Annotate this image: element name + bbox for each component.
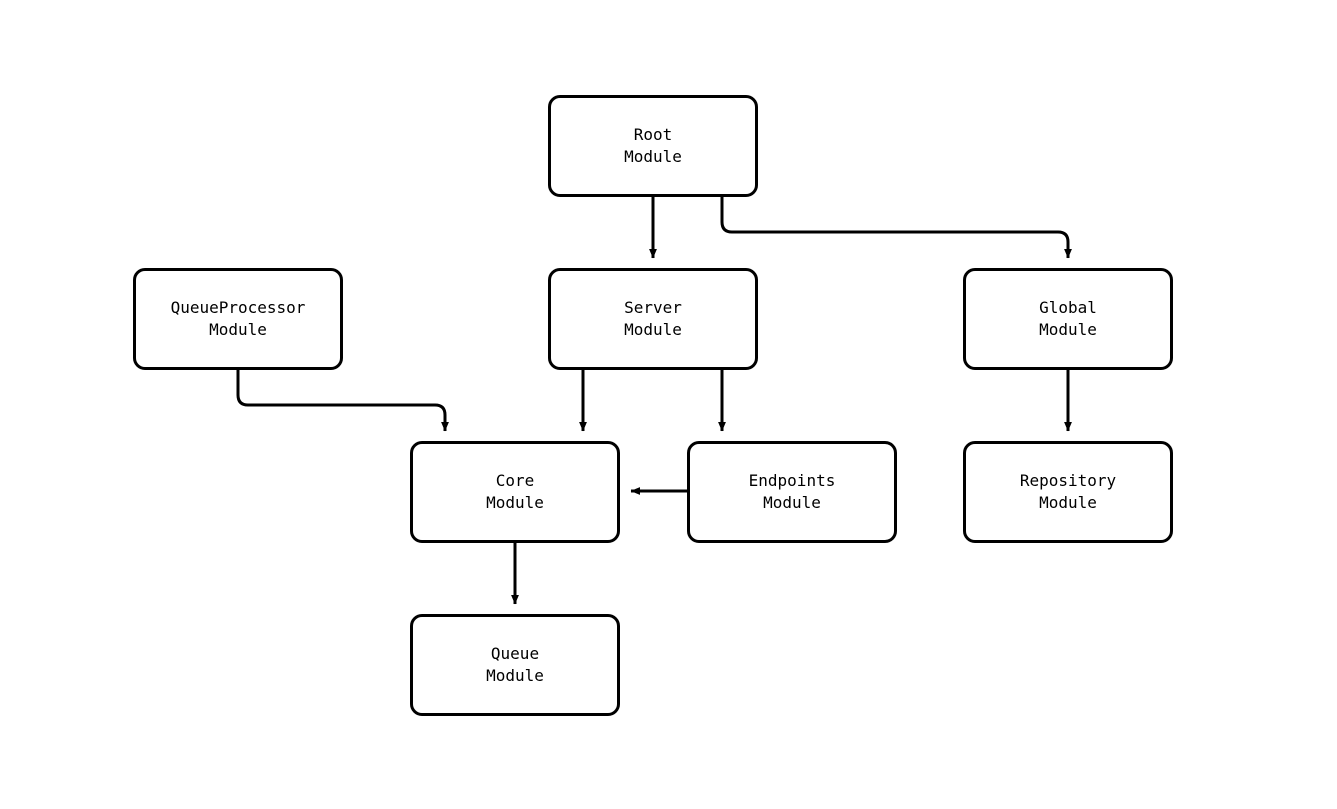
node-core[interactable]: Core Module [410, 441, 620, 543]
node-core-name: Core [495, 471, 535, 490]
node-queueprocessor-name: QueueProcessor [170, 298, 306, 317]
node-queueprocessor[interactable]: QueueProcessor Module [133, 268, 343, 370]
node-core-suffix: Module [486, 493, 544, 512]
node-queue-name: Queue [490, 644, 540, 663]
node-repository[interactable]: Repository Module [963, 441, 1173, 543]
edge-queueprocessor-core [236, 370, 449, 432]
node-global[interactable]: Global Module [963, 268, 1173, 370]
node-queue-suffix: Module [486, 666, 544, 685]
edge-root-global [720, 196, 1072, 259]
node-queueprocessor-suffix: Module [209, 320, 267, 339]
node-root[interactable]: Root Module [548, 95, 758, 197]
node-repository-suffix: Module [1039, 493, 1097, 512]
node-root-suffix: Module [624, 147, 682, 166]
node-server-name: Server [624, 298, 682, 317]
node-repository-name: Repository [1019, 471, 1117, 490]
node-root-name: Root [633, 125, 673, 144]
node-global-name: Global [1039, 298, 1097, 317]
node-global-suffix: Module [1039, 320, 1097, 339]
node-server[interactable]: Server Module [548, 268, 758, 370]
node-endpoints-name: Endpoints [748, 471, 836, 490]
node-server-suffix: Module [624, 320, 682, 339]
node-endpoints[interactable]: Endpoints Module [687, 441, 897, 543]
node-endpoints-suffix: Module [763, 493, 821, 512]
node-queue[interactable]: Queue Module [410, 614, 620, 716]
